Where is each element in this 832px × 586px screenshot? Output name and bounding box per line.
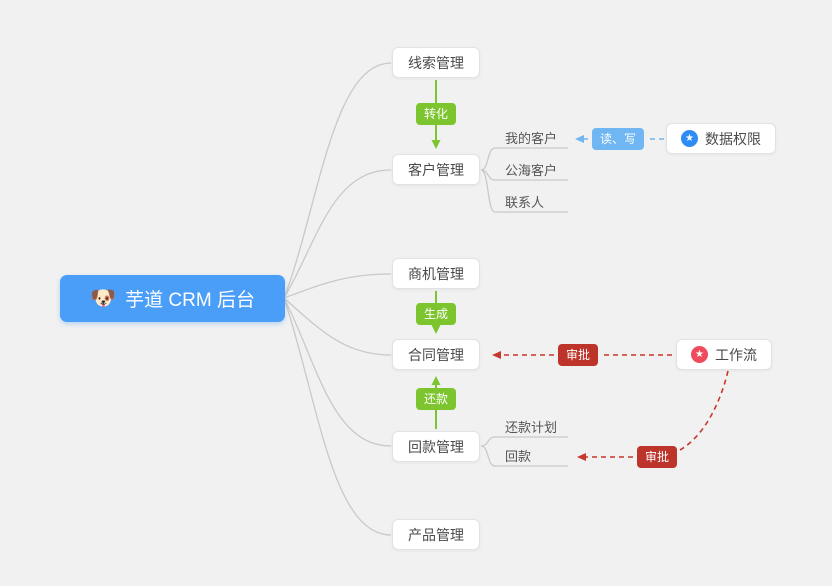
badge-generate[interactable]: 生成 [416, 303, 457, 325]
child-receivable[interactable]: 回款 [505, 449, 532, 464]
star-icon: ★ [691, 346, 708, 363]
child-repayment-plan[interactable]: 还款计划 [505, 420, 558, 435]
badge-read-write[interactable]: 读、写 [592, 128, 645, 150]
root-topic[interactable]: 🐶 芋道 CRM 后台 [60, 275, 285, 322]
badge-repay[interactable]: 还款 [416, 388, 457, 410]
root-label: 芋道 CRM 后台 [125, 290, 255, 311]
topic-label: 工作流 [715, 346, 757, 363]
topic-contract-management[interactable]: 合同管理 [392, 339, 480, 370]
topic-label: 客户管理 [408, 161, 464, 178]
topic-opportunity-management[interactable]: 商机管理 [392, 258, 480, 289]
topic-customer-management[interactable]: 客户管理 [392, 154, 480, 185]
badge-approve-contract[interactable]: 审批 [558, 344, 599, 366]
topic-label: 线索管理 [408, 54, 464, 71]
dog-icon: 🐶 [90, 287, 117, 310]
red-approval-arrows [492, 351, 729, 461]
badge-approve-receivable[interactable]: 审批 [637, 446, 678, 468]
topic-receivable-management[interactable]: 回款管理 [392, 431, 480, 462]
topic-label: 回款管理 [408, 438, 464, 455]
child-public-customers[interactable]: 公海客户 [505, 163, 558, 178]
badge-transform[interactable]: 转化 [416, 103, 457, 125]
topic-label: 产品管理 [408, 526, 464, 543]
topic-workflow[interactable]: ★ 工作流 [676, 339, 772, 370]
topic-label: 数据权限 [705, 130, 761, 147]
child-contacts[interactable]: 联系人 [505, 195, 545, 210]
topic-label: 合同管理 [408, 346, 464, 363]
topic-clue-management[interactable]: 线索管理 [392, 47, 480, 78]
root-branch-curves [283, 62, 392, 536]
topic-label: 商机管理 [408, 265, 464, 282]
topic-data-permission[interactable]: ★ 数据权限 [666, 123, 776, 154]
child-my-customers[interactable]: 我的客户 [505, 131, 558, 146]
topic-product-management[interactable]: 产品管理 [392, 519, 480, 550]
star-icon: ★ [681, 130, 698, 147]
